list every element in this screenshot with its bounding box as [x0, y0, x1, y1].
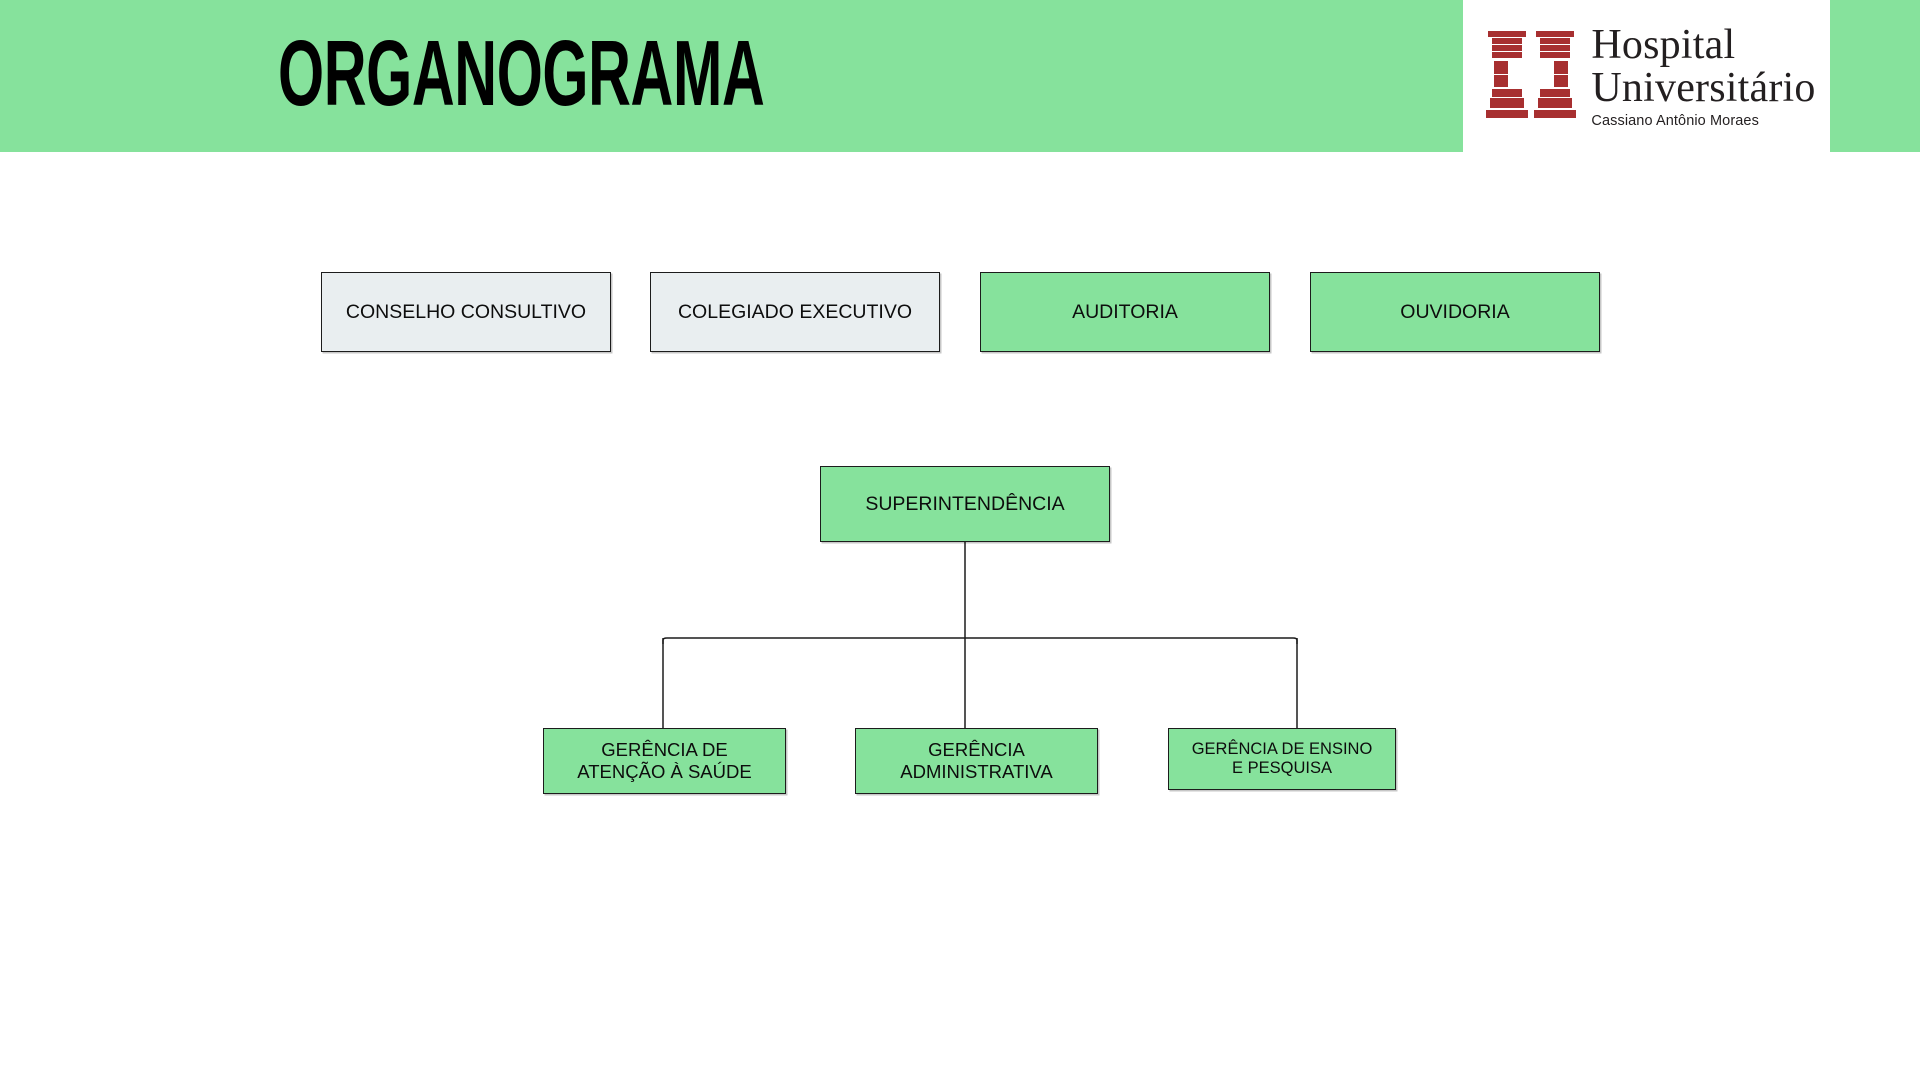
node-label: COLEGIADO EXECUTIVO [677, 300, 913, 323]
node-label: SUPERINTENDÊNCIA [865, 492, 1065, 515]
node-label: GERÊNCIA ADMINISTRATIVA [900, 739, 1053, 782]
node-label: GERÊNCIA DE ENSINO E PESQUISA [1191, 739, 1373, 777]
node-label: AUDITORIA [1072, 300, 1178, 323]
node-gerencia-ensino-pesquisa[interactable]: GERÊNCIA DE ENSINO E PESQUISA [1168, 728, 1396, 790]
logo-panel: Hospital Universitário Cassiano Antônio … [1463, 0, 1830, 152]
page-title: ORGANOGRAMA [278, 22, 765, 126]
logo-line-subtitle: Cassiano Antônio Moraes [1591, 112, 1759, 129]
logo-line-universitario: Universitário [1591, 64, 1816, 111]
header-band: ORGANOGRAMA [0, 0, 1920, 152]
hospital-columns-icon [1486, 31, 1577, 118]
org-chart: CONSELHO CONSULTIVO COLEGIADO EXECUTIVO … [0, 152, 1920, 1079]
node-label: CONSELHO CONSULTIVO [345, 300, 587, 323]
node-colegiado-executivo[interactable]: COLEGIADO EXECUTIVO [650, 272, 940, 352]
node-label: GERÊNCIA DE ATENÇÃO À SAÚDE [577, 739, 752, 782]
node-superintendencia[interactable]: SUPERINTENDÊNCIA [820, 466, 1110, 542]
org-chart-connectors [662, 542, 1298, 728]
logo-line-hospital: Hospital [1591, 21, 1736, 68]
node-ouvidoria[interactable]: OUVIDORIA [1310, 272, 1600, 352]
node-auditoria[interactable]: AUDITORIA [980, 272, 1270, 352]
node-gerencia-administrativa[interactable]: GERÊNCIA ADMINISTRATIVA [855, 728, 1098, 794]
logo-wordmark: Hospital Universitário Cassiano Antônio … [1591, 24, 1815, 129]
node-gerencia-atencao-saude[interactable]: GERÊNCIA DE ATENÇÃO À SAÚDE [543, 728, 786, 794]
node-conselho-consultivo[interactable]: CONSELHO CONSULTIVO [321, 272, 611, 352]
node-label: OUVIDORIA [1400, 300, 1510, 323]
edge-horizontal-bus [662, 637, 1298, 644]
